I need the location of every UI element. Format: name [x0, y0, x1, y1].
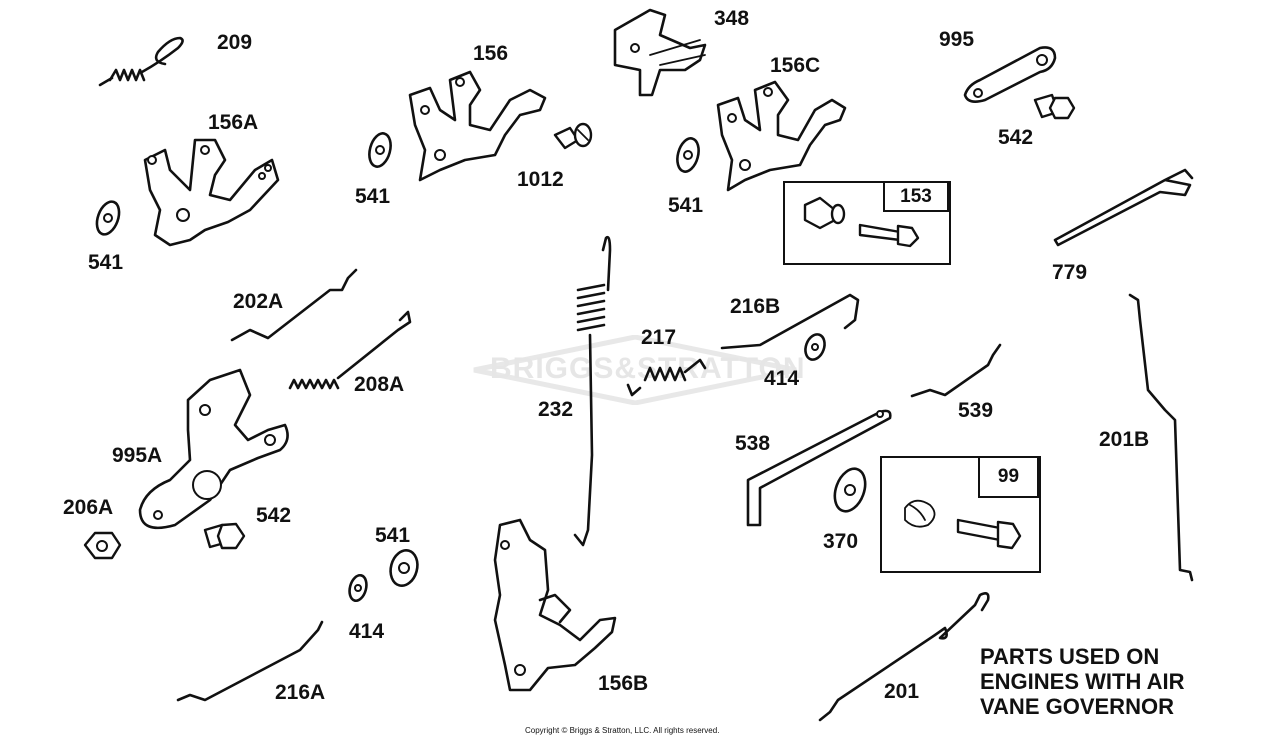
part-156-lever — [408, 70, 547, 182]
part-label-538: 538 — [735, 432, 771, 455]
part-156C-lever — [716, 80, 847, 192]
part-label-156: 156 — [473, 42, 509, 65]
part-1012-screw — [553, 122, 593, 150]
part-label-216A: 216A — [275, 681, 326, 704]
part-label-414-a: 414 — [764, 367, 800, 390]
part-209-spring — [98, 36, 184, 87]
part-995A-lever — [138, 368, 289, 530]
part-label-208A: 208A — [354, 373, 405, 396]
part-153-kit-contents — [803, 196, 920, 248]
note-line-1: PARTS USED ON — [980, 644, 1160, 669]
part-206A-nut — [83, 531, 122, 560]
note-line-2: ENGINES WITH AIR — [980, 669, 1185, 694]
part-156A-lever — [143, 138, 280, 247]
part-217-spring — [626, 358, 707, 397]
kit-label-99: 99 — [978, 456, 1039, 498]
part-label-779: 779 — [1052, 261, 1088, 284]
part-label-202A: 202A — [233, 290, 284, 313]
part-541-washer-c — [676, 137, 700, 173]
part-539-link — [910, 343, 1002, 398]
part-label-542-a: 542 — [998, 126, 1034, 149]
part-232-spring — [573, 235, 612, 547]
part-156B-lever — [493, 518, 617, 692]
part-label-217: 217 — [641, 326, 677, 349]
part-414-washer-b — [348, 573, 368, 603]
kit-label-153: 153 — [883, 181, 949, 212]
part-label-539: 539 — [958, 399, 994, 422]
part-348-bracket — [613, 8, 707, 97]
part-541-washer-d — [389, 548, 419, 588]
note-line-3: VANE GOVERNOR — [980, 694, 1174, 719]
part-label-370: 370 — [823, 530, 859, 553]
part-542-bolt-a — [1033, 93, 1076, 120]
part-541-washer-b — [368, 132, 392, 168]
part-label-541-b: 541 — [668, 194, 704, 217]
part-label-1012: 1012 — [517, 168, 564, 191]
watermark-logo — [470, 334, 800, 406]
part-label-206A: 206A — [63, 496, 114, 519]
part-label-209: 209 — [217, 31, 253, 54]
air-vane-note: PARTS USED ON ENGINES WITH AIR VANE GOVE… — [980, 644, 1185, 719]
kit-box-99 — [880, 456, 1041, 573]
part-label-541-c: 541 — [88, 251, 124, 274]
part-label-156C: 156C — [770, 54, 821, 77]
copyright-notice: Copyright © Briggs & Stratton, LLC. All … — [525, 726, 720, 735]
part-216A-link — [176, 620, 324, 702]
part-label-995A: 995A — [112, 444, 163, 467]
watermark-text: BRIGGS&STRATTON — [490, 352, 806, 385]
part-538-bar — [746, 409, 892, 527]
part-414-washer-a — [804, 333, 826, 361]
part-370-washer — [833, 467, 867, 513]
part-208A-spring — [288, 310, 412, 390]
part-label-348: 348 — [714, 7, 750, 30]
part-label-201: 201 — [884, 680, 920, 703]
part-779-rod — [1053, 168, 1194, 247]
kit-box-153 — [783, 181, 951, 265]
part-541-washer-a — [95, 200, 121, 236]
part-label-156A: 156A — [208, 111, 259, 134]
part-label-232: 232 — [538, 398, 574, 421]
part-label-541-a: 541 — [355, 185, 391, 208]
part-label-216B: 216B — [730, 295, 781, 318]
part-label-156B: 156B — [598, 672, 649, 695]
part-995-link — [963, 46, 1057, 103]
part-201-rod — [818, 592, 990, 722]
part-label-542-b: 542 — [256, 504, 292, 527]
part-216B-link — [720, 293, 860, 350]
part-201B-rod — [1128, 293, 1194, 582]
part-label-541-d: 541 — [375, 524, 411, 547]
part-label-995: 995 — [939, 28, 975, 51]
part-202A-link — [230, 268, 358, 342]
part-542-bolt-b — [203, 522, 246, 550]
part-99-kit-contents — [904, 499, 1022, 550]
part-label-201B: 201B — [1099, 428, 1150, 451]
part-label-414-b: 414 — [349, 620, 385, 643]
